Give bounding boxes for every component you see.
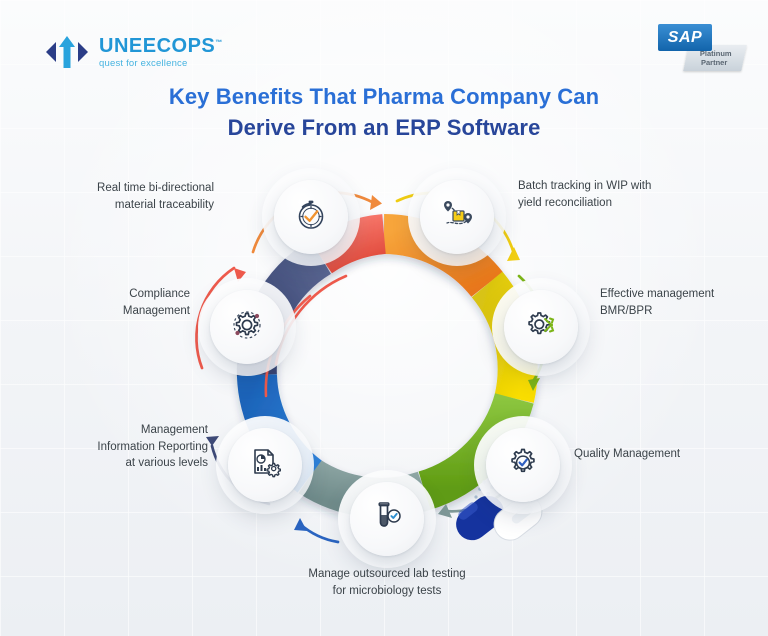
label-line-2: for microbiology tests [332, 584, 442, 597]
sap-badge-line2: Partner [700, 58, 728, 67]
benefit-label-compliance-management: Compliance Management [0, 286, 190, 319]
logo-tagline: quest for excellence [99, 57, 188, 69]
uneecops-logo: UNEECOPS™ quest for excellence [44, 32, 223, 72]
label-line-1: Management [140, 424, 208, 436]
benefit-label-lab-testing: Manage outsourced lab testing for microb… [268, 566, 506, 599]
sap-partner-badge: Platinum Partner SAP [658, 24, 747, 74]
benefit-label-mis-reporting: Management Information Reporting at vari… [0, 422, 208, 472]
label-line-2: material traceability [114, 198, 214, 211]
page-title: Key Benefits That Pharma Company Can Der… [0, 84, 768, 141]
benefit-node-quality-management[interactable] [486, 428, 560, 502]
benefit-node-lab-testing[interactable] [350, 482, 424, 556]
label-line-1: Manage outsourced lab testing [308, 568, 466, 580]
page-title-line2: Derive From an ERP Software [227, 115, 541, 140]
logo-wordmark: UNEECOPS™ quest for excellence [99, 36, 223, 69]
benefit-node-batch-tracking[interactable] [420, 180, 494, 254]
gear-orbit-icon [230, 308, 264, 347]
gear-shuffle-icon [524, 309, 558, 346]
benefit-node-mis-reporting[interactable] [228, 428, 302, 502]
benefit-node-compliance-management[interactable] [210, 290, 284, 364]
benefit-label-batch-tracking: Batch tracking in WIP with yield reconci… [518, 178, 742, 211]
stopwatch-check-icon [294, 198, 328, 237]
label-line-1: Effective management [600, 288, 715, 300]
label-line-1: Batch tracking in WIP with [518, 180, 652, 192]
benefits-wheel: Real time bi-directional material tracea… [97, 146, 714, 597]
sap-logo: SAP [658, 24, 712, 51]
test-tube-check-icon [371, 501, 403, 538]
report-gear-icon [249, 447, 282, 484]
logo-arrow-icon [44, 32, 90, 72]
label-line-2: Information Reporting [97, 440, 208, 453]
sap-logo-text: SAP [667, 28, 703, 46]
benefit-node-real-time-traceability[interactable] [274, 180, 348, 254]
logo-name: UNEECOPS™ [99, 34, 223, 57]
benefit-label-real-time-traceability: Real time bi-directional material tracea… [0, 180, 214, 213]
benefit-label-quality-management: Quality Management [574, 446, 768, 463]
benefit-node-bmr-bpr[interactable] [504, 290, 578, 364]
label-line-3: at various levels [125, 457, 208, 470]
label-line-1: Real time bi-directional [97, 182, 214, 194]
package-route-icon [439, 199, 475, 236]
benefit-label-bmr-bpr: Effective management BMR/BPR [600, 286, 768, 319]
label-line-2: Management [122, 304, 190, 317]
page-title-line1: Key Benefits That Pharma Company Can [168, 84, 600, 109]
label-line-1: Quality Management [574, 448, 681, 460]
label-line-2: yield reconciliation [518, 196, 612, 209]
gear-check-icon [507, 447, 539, 484]
label-line-2: BMR/BPR [600, 304, 653, 317]
label-line-1: Compliance [129, 288, 190, 300]
logo-trademark: ™ [215, 39, 223, 47]
